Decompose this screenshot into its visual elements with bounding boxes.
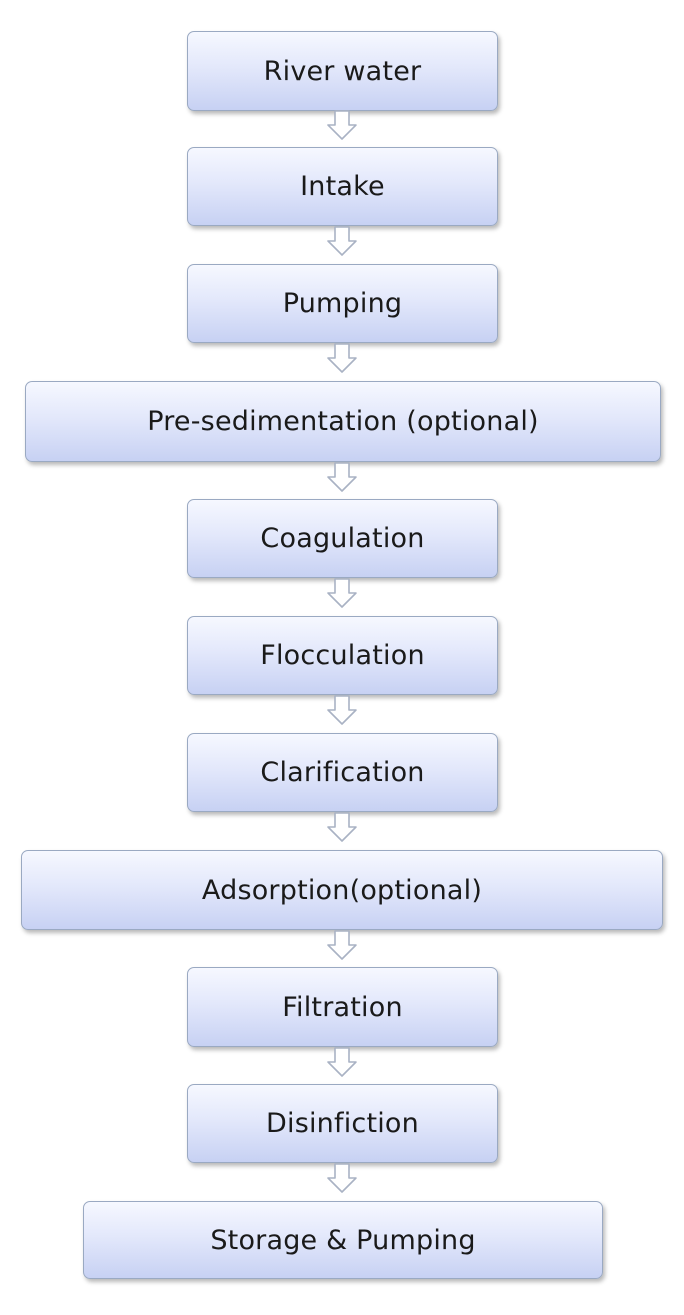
step-disinfiction: Disinfiction <box>187 1084 498 1163</box>
step-filtration: Filtration <box>187 967 498 1047</box>
step-coagulation: Coagulation <box>187 499 498 578</box>
down-arrow-icon <box>326 930 358 960</box>
down-arrow-icon <box>326 343 358 373</box>
step-pre-sedimentation: Pre-sedimentation (optional) <box>25 381 661 462</box>
down-arrow-icon <box>326 110 358 140</box>
down-arrow-icon <box>326 1047 358 1077</box>
step-clarification: Clarification <box>187 733 498 812</box>
down-arrow-icon <box>326 695 358 725</box>
step-flocculation: Flocculation <box>187 616 498 695</box>
step-adsorption: Adsorption(optional) <box>21 850 663 930</box>
step-intake: Intake <box>187 147 498 226</box>
step-river-water: River water <box>187 31 498 111</box>
step-storage-pumping: Storage & Pumping <box>83 1201 603 1279</box>
down-arrow-icon <box>326 1163 358 1193</box>
step-pumping: Pumping <box>187 264 498 343</box>
down-arrow-icon <box>326 812 358 842</box>
down-arrow-icon <box>326 226 358 256</box>
down-arrow-icon <box>326 462 358 492</box>
down-arrow-icon <box>326 578 358 608</box>
